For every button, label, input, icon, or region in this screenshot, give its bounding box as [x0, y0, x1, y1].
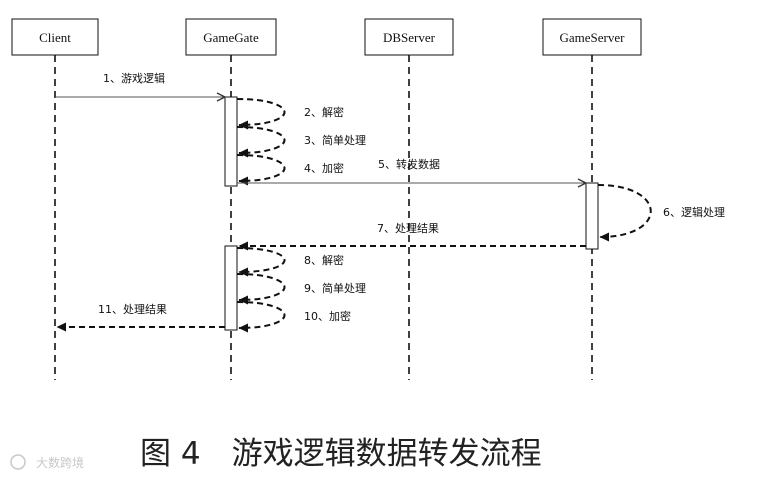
actor-gamegate-label: GameGate — [203, 30, 259, 45]
actor-gameserver: GameServer — [542, 18, 642, 56]
actor-client-label: Client — [39, 30, 71, 45]
msg-2-label: 2、解密 — [304, 105, 344, 119]
watermark-text: 大数跨境 — [36, 455, 84, 470]
msg-2-loop — [236, 98, 286, 130]
msg-1-label: 1、游戏逻辑 — [103, 71, 165, 85]
actor-client: Client — [11, 18, 99, 56]
activation-gamegate-2 — [224, 245, 238, 331]
actor-dbserver: DBServer — [364, 18, 454, 56]
msg-7-label: 7、处理结果 — [377, 222, 439, 235]
msg-8-label: 8、解密 — [304, 253, 344, 267]
actor-gamegate: GameGate — [185, 18, 277, 56]
actor-dbserver-label: DBServer — [383, 30, 436, 45]
msg-4-loop — [236, 154, 286, 186]
msg-9-loop — [236, 273, 286, 305]
msg-3-loop — [236, 126, 286, 158]
watermark-logo: 大数跨境 — [10, 454, 84, 470]
activation-gameserver — [585, 182, 599, 250]
msg-4-label: 4、加密 — [304, 161, 344, 175]
msg-5-label: 5、转发数据 — [378, 157, 440, 171]
watermark-icon — [10, 454, 26, 470]
msg-11-label: 11、处理结果 — [98, 303, 167, 316]
msg-8-loop — [236, 247, 286, 277]
msg-3-label: 3、简单处理 — [304, 133, 366, 147]
msg-6-loop — [597, 184, 652, 242]
msg-10-label: 10、加密 — [304, 309, 351, 323]
figure-caption: 图 4 游戏逻辑数据转发流程 — [140, 436, 542, 472]
msg-10-loop — [236, 301, 286, 333]
msg-6-label: 6、逻辑处理 — [663, 205, 725, 219]
activation-gamegate-1 — [224, 96, 238, 187]
msg-9-label: 9、简单处理 — [304, 281, 366, 295]
actor-gameserver-label: GameServer — [560, 30, 626, 45]
